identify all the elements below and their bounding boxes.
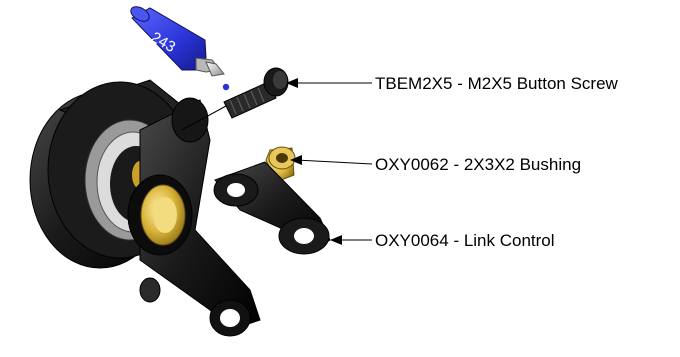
- threadlocker-drop: [222, 83, 230, 91]
- callout-link-label: OXY0064 - Link Control: [375, 231, 555, 250]
- button-screw: [223, 67, 289, 119]
- bushing: [265, 146, 296, 183]
- control-arm: [127, 97, 261, 337]
- callout-bushing-label: OXY0062 - 2X3X2 Bushing: [375, 155, 582, 174]
- assembly-axis-line: [181, 105, 227, 131]
- leader-link: [330, 235, 372, 245]
- link-control: [213, 161, 331, 255]
- threadlocker-bottle: [130, 6, 230, 91]
- leader-screw: [286, 78, 372, 88]
- callout-screw-label: TBEM2X5 - M2X5 Button Screw: [375, 74, 618, 93]
- leader-bushing: [290, 155, 373, 165]
